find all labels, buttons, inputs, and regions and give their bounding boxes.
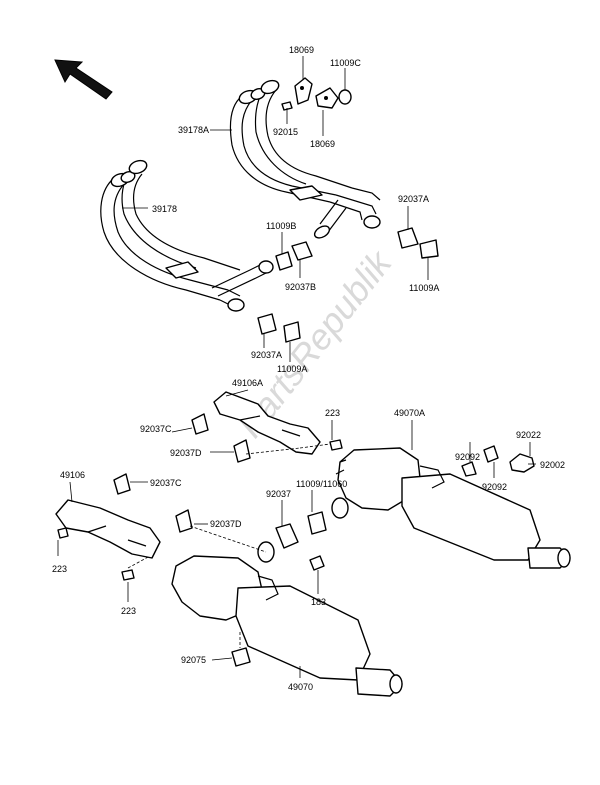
label-11009b: 11009B [266,221,296,231]
bolt-183 [309,555,325,571]
label-49070a: 49070A [394,408,425,418]
label-92037: 92037 [266,489,291,499]
label-223-bottom: 223 [121,606,136,616]
label-92037d-left: 92037D [210,519,242,529]
label-92075: 92075 [181,655,206,665]
label-92037b: 92037B [285,282,316,292]
label-11009c: 11009C [330,58,361,68]
header-pipe-39178a [229,79,381,239]
label-223-top: 223 [325,408,340,418]
bolt-92002 [509,453,535,473]
clamp-92037a-right [397,227,419,249]
label-92092-a: 92092 [455,452,480,462]
label-183: 183 [311,597,326,607]
label-92015: 92015 [273,127,298,137]
clamp-92037a-left [257,313,277,335]
label-92037c-top: 92037C [140,424,172,434]
clamp-18069-bottom [315,87,339,109]
clamp-18069-top [294,77,313,105]
label-49106: 49106 [60,470,85,480]
clamp-92037c-top [191,413,209,435]
label-49070: 49070 [288,682,313,692]
grommet-92075 [231,647,251,667]
gasket-11009a-right [419,239,439,259]
header-pipe-39178 [100,159,274,312]
label-11009a-right: 11009A [409,283,439,293]
leader-lines [57,56,536,678]
screw-223-bottom [121,569,135,581]
muffler-49070 [171,541,403,697]
clamp-92037b [291,241,313,261]
label-39178a: 39178A [178,125,209,135]
heat-shield-49106a [213,391,321,455]
label-92092-b: 92092 [482,482,507,492]
gasket-11009a-left [283,321,301,343]
screw-223-left [57,527,69,539]
label-92002: 92002 [540,460,565,470]
label-49106a: 49106A [232,378,263,388]
label-92022: 92022 [516,430,541,440]
clamp-92037d-top [233,439,251,463]
nut-92092-a [461,461,477,477]
clamp-92037 [275,523,299,549]
gasket-11009c [338,89,352,105]
nut-92015 [281,101,293,111]
label-223-left: 223 [52,564,67,574]
label-92037d-top: 92037D [170,448,202,458]
front-arrow-icon [54,59,113,100]
clamp-92037c-left [113,473,131,495]
label-92037a-right: 92037A [398,194,429,204]
label-92037a-left: 92037A [251,350,282,360]
heat-shield-49106 [55,499,161,559]
screw-223-top [329,439,343,451]
nut-92092-b [483,445,499,463]
label-18069-top: 18069 [289,45,314,55]
label-11009-11060: 11009/11060 [296,479,347,489]
clamp-92037d-left [175,509,193,533]
gasket-11009b [275,251,293,271]
label-39178: 39178 [152,204,177,214]
label-92037c-left: 92037C [150,478,182,488]
label-18069-bottom: 18069 [310,139,335,149]
label-11009a-left: 11009A [277,364,307,374]
part-labels: 18069 11009C 39178A 92015 18069 39178 92… [52,45,565,692]
muffler-49070a [331,447,571,569]
gasket-11009-11060 [307,511,327,535]
